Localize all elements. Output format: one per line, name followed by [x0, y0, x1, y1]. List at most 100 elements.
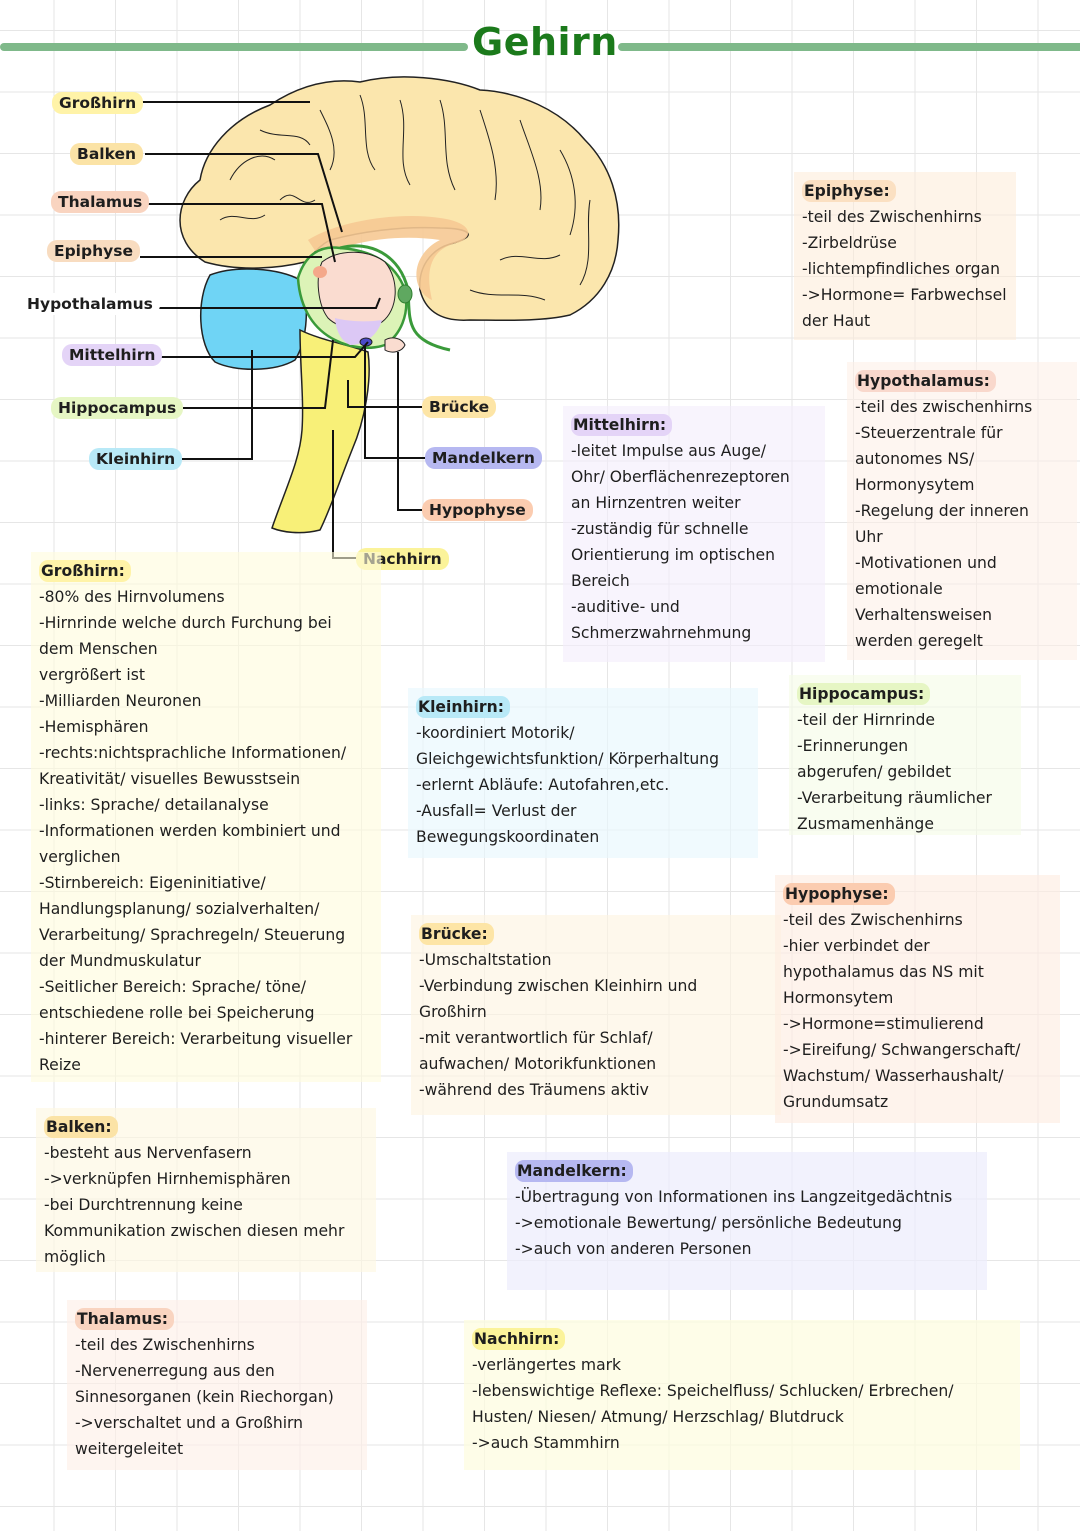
label-hypothalamus: Hypothalamus: [20, 293, 160, 315]
note-line: Zusmamenhänge: [797, 815, 934, 833]
label-bruecke: Brücke: [422, 396, 497, 418]
note-heading: Großhirn:: [39, 560, 131, 582]
mittelhirn-shape: [335, 318, 382, 345]
note-line: -teil des Zwischenhirns: [783, 911, 963, 929]
note-line: abgerufen/ gebildet: [797, 763, 952, 781]
balken-shape: [308, 216, 469, 300]
note-line: -während des Träumens aktiv: [419, 1081, 649, 1099]
note-line: -Verarbeitung räumlicher: [797, 789, 992, 807]
note-line: möglich: [44, 1248, 106, 1266]
note-kleinhirn: Kleinhirn: -koordiniert Motorik/ Gleichg…: [408, 688, 758, 858]
note-line: Kommunikation zwischen diesen mehr: [44, 1222, 345, 1240]
note-line: entschiedene rolle bei Speicherung: [39, 1004, 315, 1022]
brain-diagram: [135, 76, 620, 559]
thalamus-shape: [317, 251, 396, 329]
note-heading: Hippocampus:: [797, 683, 931, 705]
note-line: -links: Sprache/ detailanalyse: [39, 796, 269, 814]
note-heading: Mandelkern:: [515, 1160, 633, 1182]
note-heading: Nachhirn:: [472, 1328, 566, 1350]
note-line: Ohr/ Oberflächenrezeptoren: [571, 468, 790, 486]
note-line: -erlernt Abläufe: Autofahren,etc.: [416, 776, 670, 794]
label-hypophyse: Hypophyse: [422, 499, 533, 521]
note-line: -Seitlicher Bereich: Sprache/ töne/: [39, 978, 307, 996]
label-thalamus: Thalamus: [51, 191, 150, 213]
note-line: -Hirnrinde welche durch Furchung bei: [39, 614, 332, 632]
note-heading: Mittelhirn:: [571, 414, 673, 436]
note-line: ->auch Stammhirn: [472, 1434, 620, 1452]
note-line: verglichen: [39, 848, 121, 866]
note-heading: Balken:: [44, 1116, 118, 1138]
note-heading: Epiphyse:: [802, 180, 896, 202]
epiphyse-shape: [313, 266, 327, 278]
note-heading: Thalamus:: [75, 1308, 174, 1330]
note-line: an Hirnzentren weiter: [571, 494, 741, 512]
note-line: -teil des Zwischenhirns: [75, 1336, 255, 1354]
title-divider-left: [0, 43, 468, 51]
note-line: -Zirbeldrüse: [802, 234, 897, 252]
note-line: ->verknüpfen Hirnhemisphären: [44, 1170, 291, 1188]
note-mandelkern: Mandelkern: -Übertragung von Information…: [507, 1152, 987, 1290]
note-line: -Stirnbereich: Eigeninitiative/: [39, 874, 266, 892]
note-line: Verhaltensweisen: [855, 606, 992, 624]
note-hypophyse: Hypophyse: -teil des Zwischenhirns -hier…: [775, 875, 1060, 1123]
note-line: ->Eireifung/ Schwangerschaft/: [783, 1041, 1021, 1059]
note-line: -teil des Zwischenhirns: [802, 208, 982, 226]
note-line: Wachstum/ Wasserhaushalt/: [783, 1067, 1004, 1085]
note-balken: Balken: -besteht aus Nervenfasern ->verk…: [36, 1108, 376, 1272]
note-line: Kreativität/ visuelles Bewusstsein: [39, 770, 301, 788]
page-title: Gehirn: [472, 20, 618, 64]
note-line: Handlungsplanung/ sozialverhalten/: [39, 900, 320, 918]
note-line: autonomes NS/: [855, 450, 975, 468]
note-line: -Regelung der inneren: [855, 502, 1029, 520]
note-line: ->Hormone=stimulierend: [783, 1015, 984, 1033]
note-line: -Motivationen und: [855, 554, 997, 572]
label-epiphyse: Epiphyse: [47, 240, 140, 262]
note-heading: Brücke:: [419, 923, 494, 945]
kleinhirn-shape: [200, 268, 308, 370]
note-line: -Umschaltstation: [419, 951, 552, 969]
note-line: -rechts:nichtsprachliche Informationen/: [39, 744, 347, 762]
hypophyse-shape: [384, 337, 406, 353]
note-line: -80% des Hirnvolumens: [39, 588, 225, 606]
note-line: -lebenswichtige Reflexe: Speichelfluss/ …: [472, 1382, 954, 1400]
note-line: -Hemisphären: [39, 718, 149, 736]
note-hypothalamus: Hypothalamus: -teil des zwischenhirns -S…: [847, 362, 1077, 660]
note-line: Großhirn: [419, 1003, 487, 1021]
note-line: Uhr: [855, 528, 883, 546]
note-line: emotionale: [855, 580, 943, 598]
note-mittelhirn: Mittelhirn: -leitet Impulse aus Auge/ Oh…: [563, 406, 825, 662]
note-line: hypothalamus das NS mit: [783, 963, 984, 981]
note-bruecke: Brücke: -Umschaltstation -Verbindung zwi…: [411, 915, 781, 1115]
title-bar: Gehirn: [0, 20, 1080, 72]
note-line: -koordiniert Motorik/: [416, 724, 575, 742]
note-line: -zuständig für schnelle: [571, 520, 749, 538]
leader-lines: [135, 101, 428, 559]
note-line: -hier verbindet der: [783, 937, 930, 955]
note-line: vergrößert ist: [39, 666, 145, 684]
note-line: werden geregelt: [855, 632, 983, 650]
note-line: Bereich: [571, 572, 630, 590]
note-line: -Erinnerungen: [797, 737, 909, 755]
note-grosshirn: Großhirn: -80% des Hirnvolumens -Hirnrin…: [31, 552, 381, 1082]
note-line: -Verbindung zwischen Kleinhirn und: [419, 977, 698, 995]
label-hippocampus: Hippocampus: [51, 397, 184, 419]
note-line: ->Hormone= Farbwechsel: [802, 286, 1007, 304]
note-line: Grundumsatz: [783, 1093, 889, 1111]
note-hippocampus: Hippocampus: -teil der Hirnrinde -Erinne…: [789, 675, 1021, 835]
note-line: aufwachen/ Motorikfunktionen: [419, 1055, 657, 1073]
title-divider-right: [618, 43, 1080, 51]
note-line: Orientierung im optischen: [571, 546, 775, 564]
note-line: -auditive- und: [571, 598, 680, 616]
note-line: der Mundmuskulatur: [39, 952, 201, 970]
note-line: -verlängertes mark: [472, 1356, 622, 1374]
note-line: -Informationen werden kombiniert und: [39, 822, 341, 840]
note-line: -leitet Impulse aus Auge/: [571, 442, 767, 460]
note-line: -mit verantwortlich für Schlaf/: [419, 1029, 653, 1047]
note-line: -Nervenerregung aus den: [75, 1362, 275, 1380]
label-kleinhirn: Kleinhirn: [89, 448, 183, 470]
note-heading: Kleinhirn:: [416, 696, 510, 718]
note-line: -Milliarden Neuronen: [39, 692, 202, 710]
note-line: Gleichgewichtsfunktion/ Körperhaltung: [416, 750, 720, 768]
note-line: Schmerzwahrnehmung: [571, 624, 752, 642]
note-line: Verarbeitung/ Sprachregeln/ Steuerung: [39, 926, 346, 944]
